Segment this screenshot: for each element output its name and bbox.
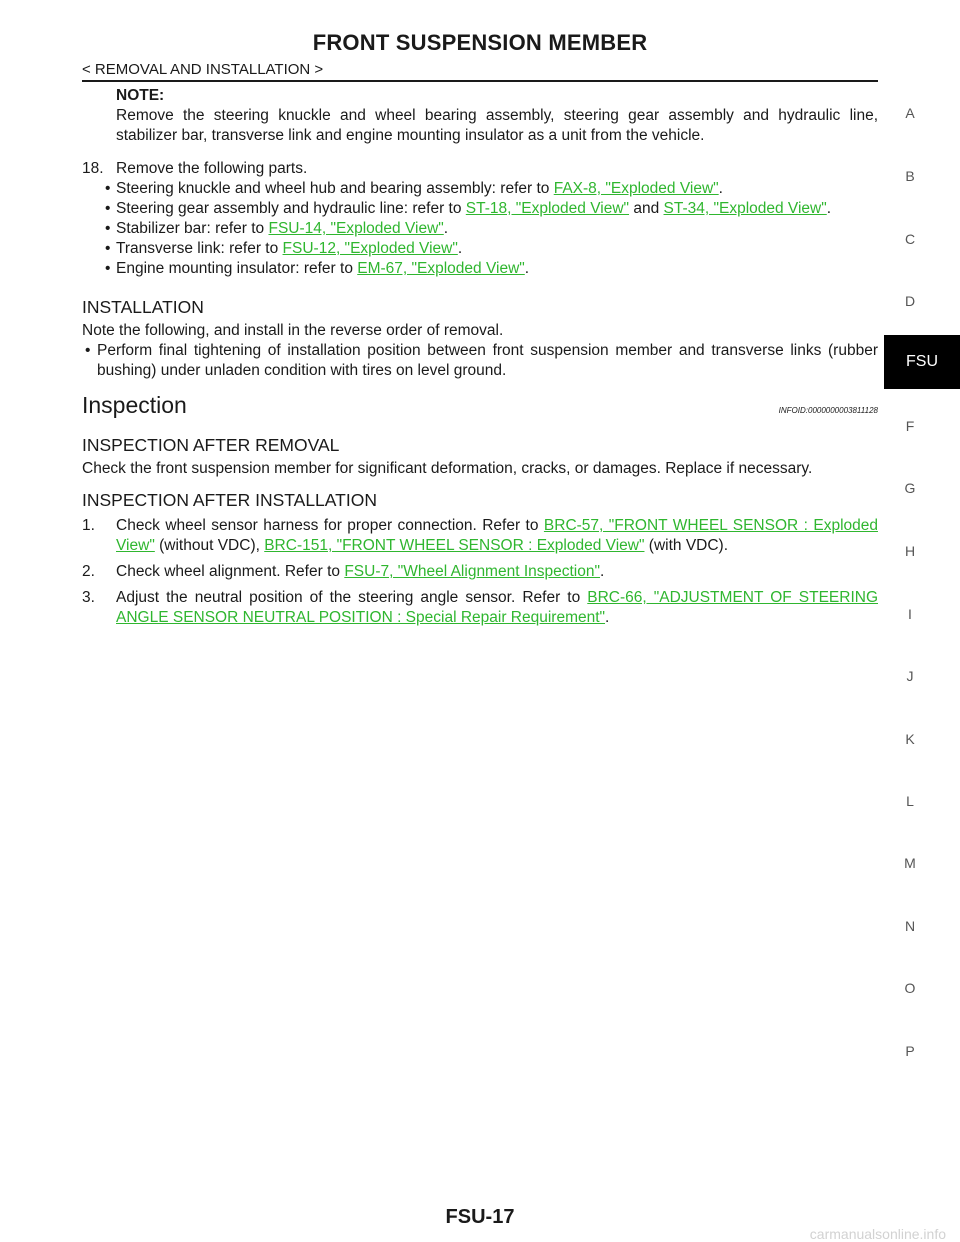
bullet-icon: • [85, 342, 91, 359]
step-text: Check wheel alignment. Refer to [116, 563, 345, 580]
list-item-transverse-link: • Transverse link: refer to FSU-12, "Expl… [82, 239, 878, 259]
link-brc-151[interactable]: BRC-151, "FRONT WHEEL SENSOR : Exploded … [264, 537, 645, 554]
after-removal-text: Check the front suspension member for si… [82, 460, 813, 477]
step-text-end: (with VDC). [644, 537, 729, 554]
note-text: Remove the steering knuckle and wheel be… [116, 107, 878, 144]
link-st-18[interactable]: ST-18, "Exploded View" [465, 200, 630, 217]
link-fax-8[interactable]: FAX-8, "Exploded View" [553, 180, 719, 197]
link-fsu-12[interactable]: FSU-12, "Exploded View" [282, 240, 458, 257]
watermark: carmanualsonline.info [809, 1226, 946, 1242]
link-fsu-14[interactable]: FSU-14, "Exploded View" [268, 220, 444, 237]
step-number: 18. [82, 160, 104, 177]
index-tab-fsu-active[interactable]: FSU [884, 335, 960, 389]
index-tab-h[interactable]: H [904, 543, 916, 559]
bullet-icon: • [105, 200, 111, 217]
index-tab-b[interactable]: B [905, 168, 915, 184]
item-text: Transverse link: refer to [116, 240, 283, 257]
item-text-end: . [457, 240, 463, 257]
index-tab-c[interactable]: C [904, 231, 916, 247]
inspection-step-3: 3. Adjust the neutral position of the ste… [82, 588, 878, 628]
after-removal-heading: INSPECTION AFTER REMOVAL [82, 435, 340, 455]
bullet-icon: • [105, 260, 111, 277]
item-text: Stabilizer bar: refer to [116, 220, 269, 237]
bullet-icon: • [105, 180, 111, 197]
header-rule [82, 80, 878, 82]
link-fsu-7[interactable]: FSU-7, "Wheel Alignment Inspection" [344, 563, 600, 580]
after-installation-heading: INSPECTION AFTER INSTALLATION [82, 490, 377, 510]
list-item-steering-gear: • Steering gear assembly and hydraulic li… [82, 199, 878, 219]
page-number: FSU-17 [445, 1206, 515, 1228]
list-item-engine-mount: • Engine mounting insulator: refer to EM-… [82, 259, 878, 279]
step-text: Check wheel sensor harness for proper co… [116, 517, 544, 534]
installation-intro: Note the following, and install in the r… [82, 322, 504, 339]
item-text-end: . [826, 200, 832, 217]
step-text: Adjust the neutral position of the steer… [116, 589, 588, 606]
link-brc-57[interactable]: BRC-57, "FRONT WHEEL SENSOR : Exploded V… [116, 517, 878, 554]
item-text-mid: and [629, 200, 664, 217]
inspection-step-2: 2. Check wheel alignment. Refer to FSU-7,… [82, 562, 878, 582]
index-tab-m[interactable]: M [904, 855, 916, 871]
bullet-icon: • [105, 240, 111, 257]
index-tab-g[interactable]: G [904, 480, 916, 496]
index-tab-j[interactable]: J [906, 668, 914, 684]
step-text-end: . [600, 563, 605, 580]
index-tab-p[interactable]: P [905, 1043, 915, 1059]
step-text-mid: (without VDC), [154, 537, 265, 554]
index-tab-o[interactable]: O [904, 980, 916, 996]
list-item-stabilizer: • Stabilizer bar: refer to FSU-14, "Explo… [82, 219, 878, 239]
index-tab-d[interactable]: D [904, 293, 916, 309]
item-text: Perform final tightening of installation… [97, 342, 878, 379]
removal-step-18: 18. Remove the following parts. [82, 159, 878, 179]
index-tab-a[interactable]: A [905, 105, 915, 121]
item-text: Engine mounting insulator: refer to [116, 260, 358, 277]
inspection-heading: Inspection [82, 392, 187, 418]
inspection-section-header: Inspection INFOID:0000000003811128 [82, 392, 878, 421]
item-text: Steering gear assembly and hydraulic lin… [116, 200, 466, 217]
page-title: FRONT SUSPENSION MEMBER [312, 30, 648, 55]
bullet-icon: • [105, 220, 111, 237]
breadcrumb: < REMOVAL AND INSTALLATION > [82, 61, 324, 78]
installation-heading: INSTALLATION [82, 297, 204, 317]
item-text: Steering knuckle and wheel hub and beari… [116, 180, 554, 197]
item-text-end: . [443, 220, 449, 237]
step-number: 3. [82, 589, 95, 606]
note-label: NOTE: [116, 87, 165, 104]
link-em-67[interactable]: EM-67, "Exploded View" [357, 260, 525, 277]
item-text-end: . [718, 180, 723, 197]
index-tab-k[interactable]: K [905, 731, 915, 747]
item-text-end: . [524, 260, 530, 277]
index-tab-i[interactable]: I [908, 606, 912, 622]
step-text: Remove the following parts. [116, 160, 308, 177]
index-tab-n[interactable]: N [904, 918, 916, 934]
step-number: 1. [82, 517, 95, 534]
link-st-34[interactable]: ST-34, "Exploded View" [663, 200, 827, 217]
index-tab-f[interactable]: F [905, 418, 915, 434]
step-text-end: . [605, 609, 610, 626]
link-brc-66[interactable]: BRC-66, "ADJUSTMENT OF STEERING ANGLE SE… [116, 589, 878, 626]
main-content: NOTE: Remove the steering knuckle and wh… [82, 86, 878, 628]
index-tab-l[interactable]: L [906, 793, 914, 809]
info-id: INFOID:0000000003811128 [778, 406, 878, 415]
step-number: 2. [82, 563, 95, 580]
installation-bullet: • Perform final tightening of installatio… [82, 341, 878, 381]
inspection-step-1: 1. Check wheel sensor harness for proper … [82, 516, 878, 556]
list-item-knuckle: • Steering knuckle and wheel hub and bear… [82, 179, 878, 199]
